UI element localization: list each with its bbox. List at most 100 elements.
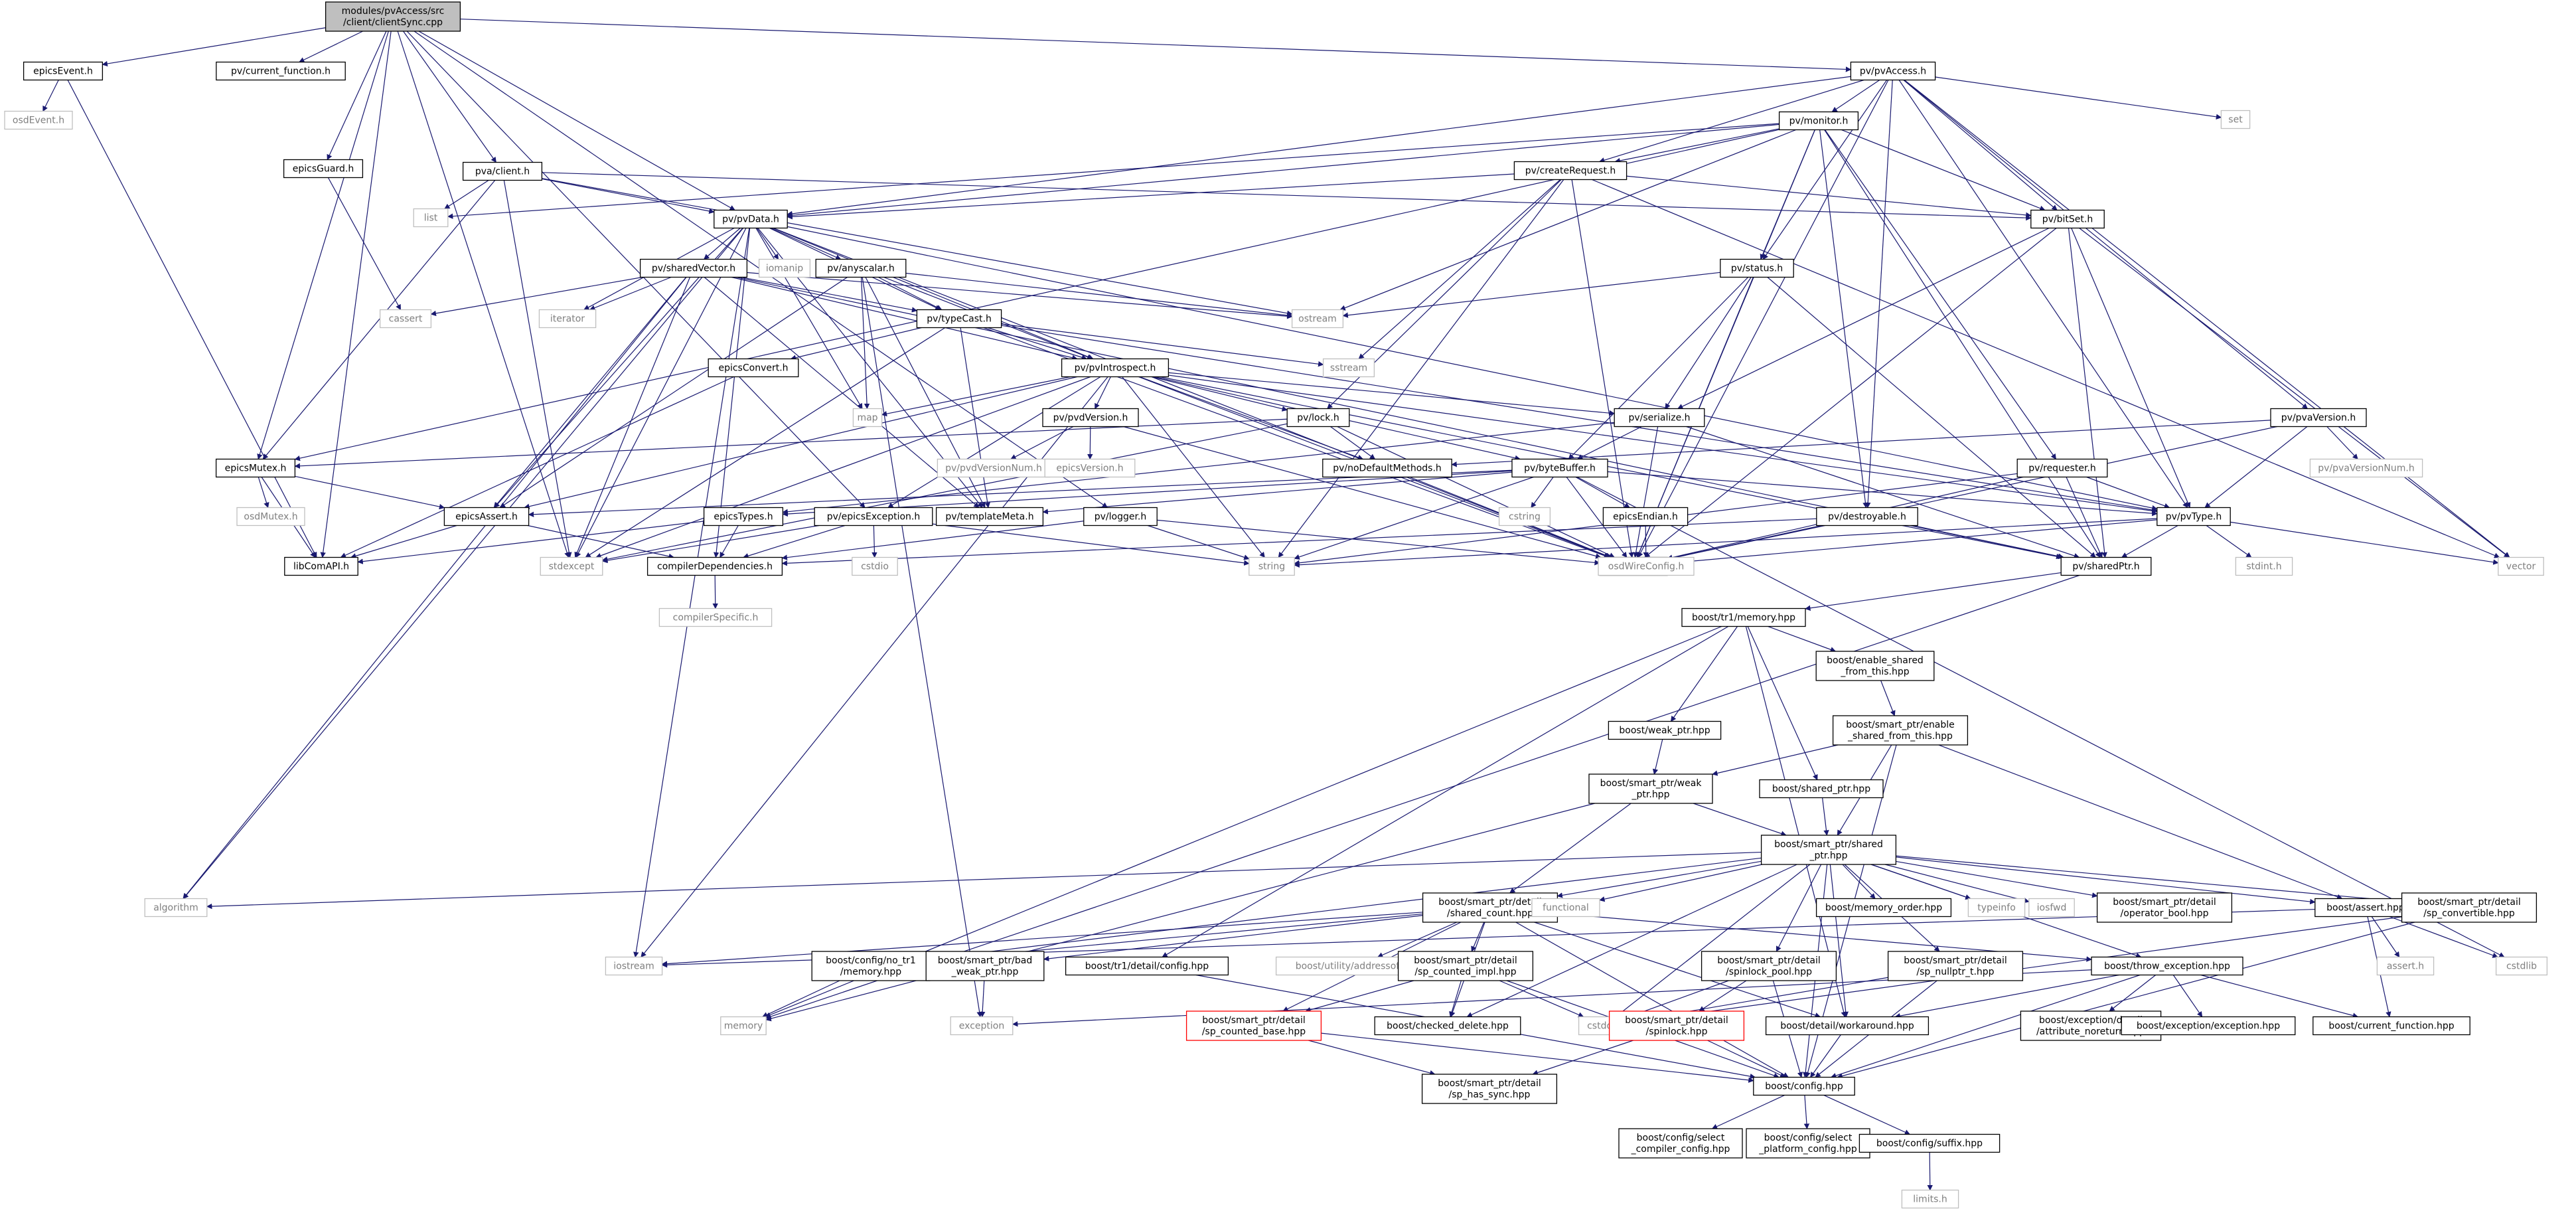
node-weak-ptr-hpp[interactable]: boost/weak_ptr.hpp — [1608, 720, 1722, 740]
node-bad-weak-ptr-hpp[interactable]: boost/smart_ptr/bad_weak_ptr.hpp — [925, 951, 1045, 981]
node-iomanip[interactable]: iomanip — [758, 258, 811, 278]
node-sstream[interactable]: sstream — [1322, 358, 1375, 378]
node-label-line: boost/tr1/memory.hpp — [1692, 613, 1795, 623]
node-pvmonitor-h[interactable]: pv/monitor.h — [1778, 111, 1859, 131]
node-osdevent-h[interactable]: osdEvent.h — [4, 110, 73, 130]
node-set[interactable]: set — [2220, 110, 2251, 129]
node-osdwireconfig-h[interactable]: osdWireConfig.h — [1598, 556, 1695, 576]
node-pvdversionnum-h[interactable]: pv/pvdVersionNum.h — [937, 458, 1051, 478]
node-destroyable-h[interactable]: pv/destroyable.h — [1816, 507, 1918, 526]
node-pvdversion-h[interactable]: pv/pvdVersion.h — [1042, 408, 1139, 428]
node-boost-config-hpp[interactable]: boost/config.hpp — [1753, 1076, 1855, 1096]
node-logger-h[interactable]: pv/logger.h — [1083, 507, 1158, 526]
node-cstdio[interactable]: cstdio — [852, 556, 898, 576]
node-tr1memory-h[interactable]: boost/tr1/memory.hpp — [1681, 607, 1806, 627]
node-tr1-config-hpp[interactable]: boost/tr1/detail/config.hpp — [1065, 956, 1229, 976]
edge-pvclient-h-to-ostream — [542, 178, 1293, 316]
node-algorithm[interactable]: algorithm — [144, 898, 208, 918]
node-sp-shared-count-hpp[interactable]: boost/smart_ptr/detail/shared_count.hpp — [1422, 892, 1558, 923]
node-compilerdependencies-h[interactable]: compilerDependencies.h — [646, 556, 783, 576]
node-epicsconvert-h[interactable]: epicsConvert.h — [708, 358, 799, 378]
node-root[interactable]: modules/pvAccess/src/client/clientSync.c… — [325, 1, 461, 32]
node-stdexcept[interactable]: stdexcept — [540, 556, 603, 576]
node-sp-enable-shared-hpp[interactable]: boost/smart_ptr/enable_shared_from_this.… — [1832, 715, 1969, 746]
node-sp-has-sync-hpp[interactable]: boost/smart_ptr/detail/sp_has_sync.hpp — [1421, 1074, 1558, 1104]
node-epicsmutex-h[interactable]: epicsMutex.h — [215, 458, 296, 478]
node-spinlock-pool-hpp[interactable]: boost/smart_ptr/detail/spinlock_pool.hpp — [1701, 951, 1837, 981]
node-pvintrospect-h[interactable]: pv/pvIntrospect.h — [1061, 358, 1170, 378]
node-pvbitset-h[interactable]: pv/bitSet.h — [2030, 209, 2105, 229]
node-epicsassert-h[interactable]: epicsAssert.h — [443, 507, 530, 526]
node-pvanyscalar-h[interactable]: pv/anyscalar.h — [815, 258, 907, 278]
node-vector[interactable]: vector — [2498, 556, 2544, 576]
node-suffix-hpp[interactable]: boost/config/suffix.hpp — [1858, 1133, 2001, 1153]
node-requester-h[interactable]: pv/requester.h — [2016, 458, 2108, 478]
node-epicsguard-h[interactable]: epicsGuard.h — [283, 159, 364, 179]
node-list[interactable]: list — [413, 208, 449, 228]
node-typeinfo[interactable]: typeinfo — [1967, 898, 2026, 918]
node-checked-delete-hpp[interactable]: boost/checked_delete.hpp — [1374, 1016, 1521, 1036]
node-sp-nullptr-t-hpp[interactable]: boost/smart_ptr/detail/sp_nullptr_t.hpp — [1887, 951, 2024, 981]
node-epicstypes-h[interactable]: epicsTypes.h — [703, 507, 784, 526]
node-cstdlib[interactable]: cstdlib — [2495, 956, 2548, 976]
node-pvcreaterequest-h[interactable]: pv/createRequest.h — [1513, 161, 1628, 181]
node-exception-exception-hpp[interactable]: boost/exception/exception.hpp — [2121, 1016, 2296, 1036]
node-pvlock-h[interactable]: pv/lock.h — [1286, 408, 1350, 428]
node-workaround-hpp[interactable]: boost/detail/workaround.hpp — [1765, 1016, 1930, 1036]
node-map[interactable]: map — [852, 408, 883, 428]
node-no-tr1-memory-hpp[interactable]: boost/config/no_tr1/memory.hpp — [811, 951, 931, 981]
node-epicsexception-h[interactable]: pv/epicsException.h — [814, 507, 933, 526]
node-iterator[interactable]: iterator — [538, 309, 597, 329]
node-limits-h[interactable]: limits.h — [1901, 1189, 1959, 1209]
node-nodefaultmethods-h[interactable]: pv/noDefaultMethods.h — [1322, 458, 1452, 478]
node-sp-convertible-hpp[interactable]: boost/smart_ptr/detail/sp_convertible.hp… — [2401, 892, 2538, 923]
node-pvtypecast-h[interactable]: pv/typeCast.h — [916, 309, 1002, 329]
node-iostream[interactable]: iostream — [605, 956, 663, 976]
node-current-function-hpp[interactable]: boost/current_function.hpp — [2312, 1016, 2470, 1036]
node-throw-exception-hpp[interactable]: boost/throw_exception.hpp — [2091, 956, 2243, 976]
node-pvserialize-h[interactable]: pv/serialize.h — [1614, 408, 1705, 428]
node-iosfwd[interactable]: iosfwd — [2028, 898, 2075, 918]
node-epicsevent-h[interactable]: epicsEvent.h — [23, 61, 104, 81]
node-stdint-h[interactable]: stdint.h — [2235, 556, 2293, 576]
node-enable-shared-from-this-hpp[interactable]: boost/enable_shared_from_this.hpp — [1815, 651, 1935, 681]
node-boost-assert-hpp[interactable]: boost/assert.hpp — [2314, 898, 2417, 918]
node-sp-shared-ptr-hpp[interactable]: boost/smart_ptr/shared_ptr.hpp — [1760, 835, 1897, 865]
node-osdmutex-h[interactable]: osdMutex.h — [236, 507, 305, 526]
node-pvstatus-h[interactable]: pv/status.h — [1720, 258, 1794, 278]
node-cassert[interactable]: cassert — [379, 309, 432, 329]
node-templatemeta-h[interactable]: pv/templateMeta.h — [935, 507, 1044, 526]
node-assert-h[interactable]: assert.h — [2376, 956, 2435, 976]
edge-epicsevent-h-to-libcomapi-h — [67, 80, 317, 558]
node-cstring[interactable]: cstring — [1498, 507, 1551, 526]
node-memory-order-hpp[interactable]: boost/memory_order.hpp — [1815, 898, 1952, 918]
node-sp-counted-impl-hpp[interactable]: boost/smart_ptr/detail/sp_counted_impl.h… — [1397, 951, 1534, 981]
node-ostream[interactable]: ostream — [1291, 309, 1344, 329]
edge-pvaversion-h-to-pvtype-h — [2204, 426, 2308, 509]
node-bytebuffer-h[interactable]: pv/byteBuffer.h — [1511, 458, 1608, 478]
node-pvsharedvector-h[interactable]: pv/sharedVector.h — [639, 258, 748, 278]
node-pvclient-h[interactable]: pva/client.h — [462, 161, 543, 181]
node-compilerspecific-h[interactable]: compilerSpecific.h — [658, 607, 773, 627]
node-sp-weak-ptr-hpp[interactable]: boost/smart_ptr/weak_ptr.hpp — [1588, 773, 1713, 804]
node-string[interactable]: string — [1249, 556, 1295, 576]
node-operator-bool-hpp[interactable]: boost/smart_ptr/detail/operator_bool.hpp — [2096, 892, 2233, 923]
node-epicsversion-h[interactable]: epicsVersion.h — [1044, 458, 1136, 478]
node-epicsendian-h[interactable]: epicsEndian.h — [1602, 507, 1689, 526]
node-sharedptr-h[interactable]: pv/sharedPtr.h — [2060, 556, 2152, 576]
node-select-compiler-config-hpp[interactable]: boost/config/select_compiler_config.hpp — [1618, 1128, 1743, 1159]
node-pvdata-h[interactable]: pv/pvData.h — [714, 209, 788, 229]
node-spinlock-hpp[interactable]: boost/smart_ptr/detail/spinlock.hpp — [1608, 1011, 1745, 1041]
node-select-platform-config-hpp[interactable]: boost/config/select_platform_config.hpp — [1746, 1128, 1870, 1159]
node-libcomapi-h[interactable]: libComAPI.h — [284, 556, 358, 576]
node-pvtype-h[interactable]: pv/pvType.h — [2157, 507, 2231, 526]
node-pvaversionnum-h[interactable]: pv/pvaVersionNum.h — [2309, 458, 2423, 478]
node-memory[interactable]: memory — [720, 1016, 767, 1036]
node-shared-ptr-hpp[interactable]: boost/shared_ptr.hpp — [1759, 779, 1884, 799]
node-sp-counted-base-hpp[interactable]: boost/smart_ptr/detail/sp_counted_base.h… — [1185, 1011, 1322, 1041]
node-functional[interactable]: functional — [1531, 898, 1600, 918]
node-pvaccess-h[interactable]: pv/pvAccess.h — [1850, 61, 1936, 81]
node-pvaversion-h[interactable]: pv/pvaVersion.h — [2270, 408, 2367, 428]
node-current-function-h[interactable]: pv/current_function.h — [216, 61, 346, 81]
node-exception[interactable]: exception — [950, 1016, 1014, 1036]
